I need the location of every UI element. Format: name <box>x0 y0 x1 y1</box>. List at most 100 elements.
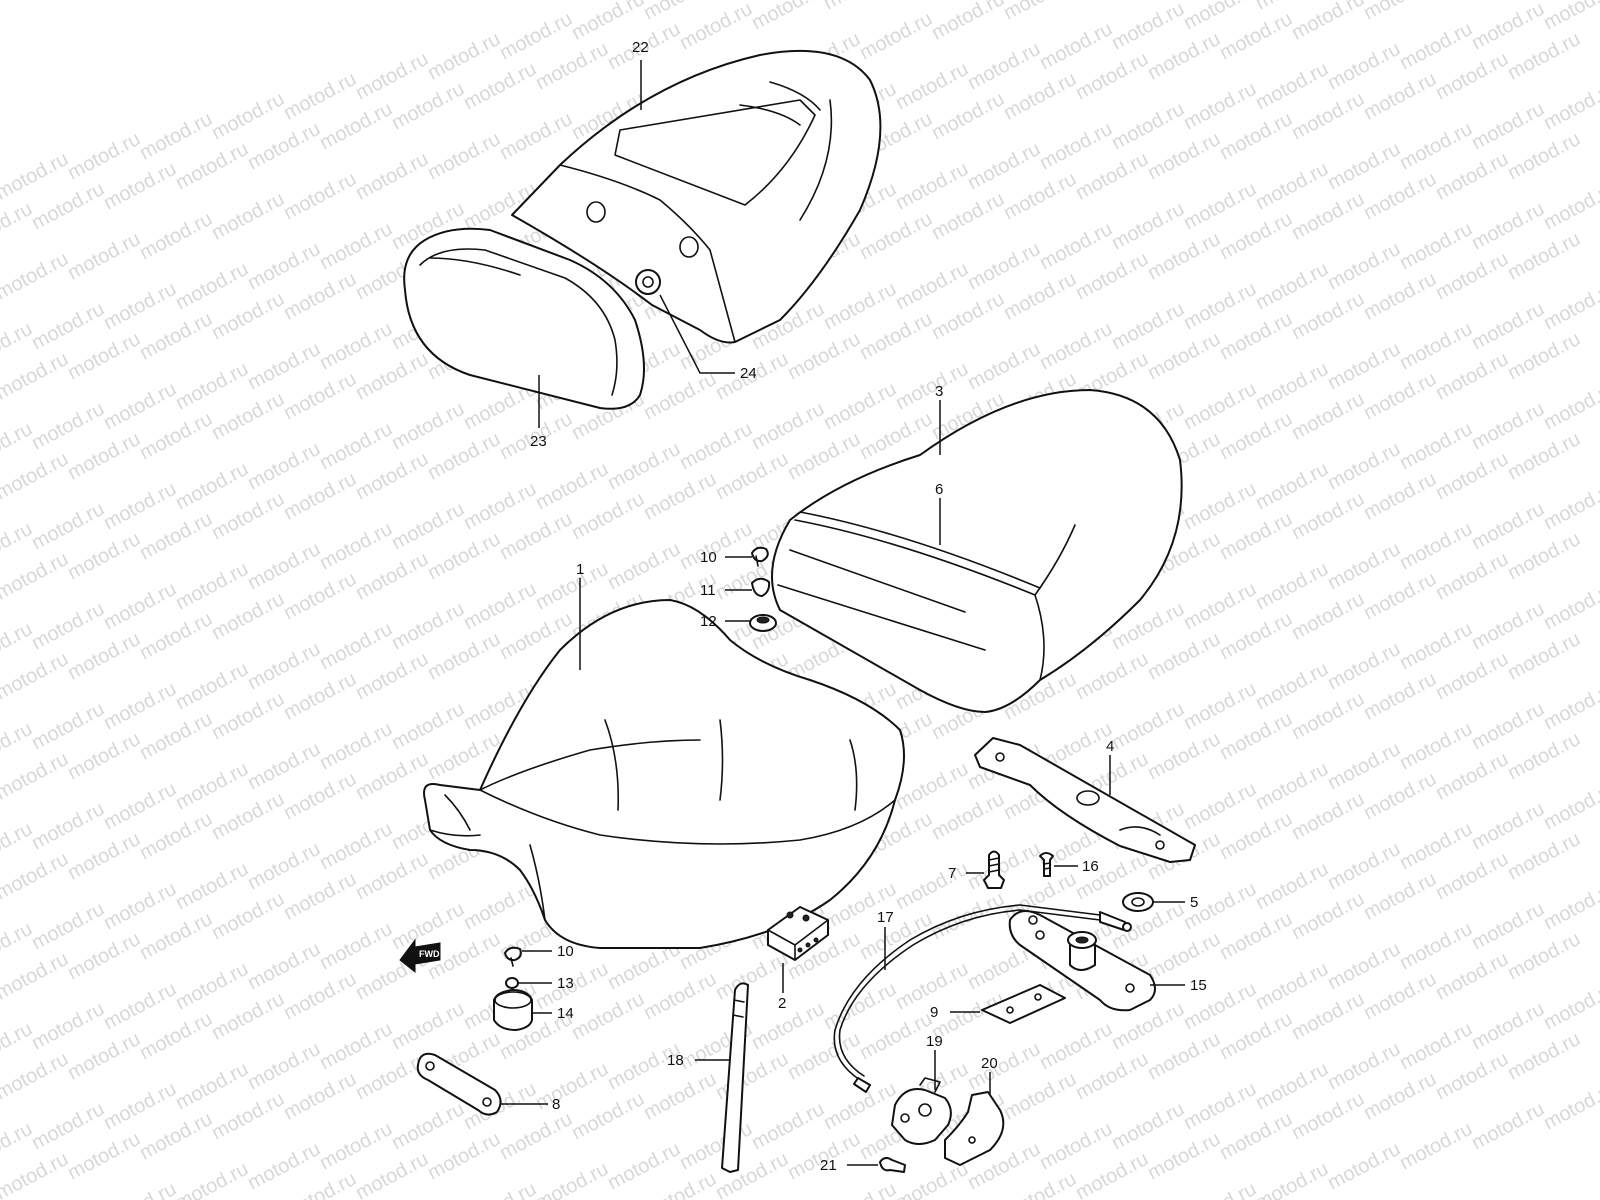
watermark-text: motod.ru <box>1288 788 1368 844</box>
watermark-text: motod.ru <box>532 38 612 94</box>
watermark-text: motod.ru <box>136 108 216 164</box>
watermark-text: motod.ru <box>676 418 756 474</box>
watermark-text: motod.ru <box>136 308 216 364</box>
watermark-text: motod.ru <box>100 578 180 634</box>
callout-9: 9 <box>930 1004 938 1021</box>
watermark-text: motod.ru <box>1432 648 1512 704</box>
watermark-text: motod.ru <box>244 438 324 494</box>
watermark-text: motod.ru <box>172 558 252 614</box>
watermark-text: motod.ru <box>676 1118 756 1174</box>
watermark-text: motod.ru <box>1216 8 1296 64</box>
part-5-nut <box>1122 892 1154 912</box>
callout-15: 15 <box>1190 977 1207 994</box>
watermark-text: motod.ru <box>1324 238 1404 294</box>
watermark-text: motod.ru <box>64 1028 144 1084</box>
watermark-text: motod.ru <box>208 488 288 544</box>
watermark-text: motod.ru <box>244 838 324 894</box>
watermark-text: motod.ru <box>1432 0 1512 4</box>
watermark-text: motod.ru <box>352 548 432 604</box>
watermark-text: motod.ru <box>1000 168 1080 224</box>
part-22-seat-tail-cover <box>511 49 882 344</box>
part-24-grommet <box>635 269 661 295</box>
watermark-text: motod.ru <box>352 448 432 504</box>
watermark-text: motod.ru <box>1360 1068 1440 1124</box>
watermark-text: motod.ru <box>892 358 972 414</box>
watermark-text: motod.ru <box>0 448 72 504</box>
watermark-text: motod.ru <box>1072 648 1152 704</box>
watermark-text: motod.ru <box>1468 598 1548 654</box>
watermark-text: motod.ru <box>1324 838 1404 894</box>
watermark-text: motod.ru <box>964 138 1044 194</box>
watermark-text: motod.ru <box>316 518 396 574</box>
watermark-text: motod.ru <box>244 1138 324 1194</box>
watermark-text: motod.ru <box>1144 328 1224 384</box>
part-14-cushion-lower <box>493 989 533 1031</box>
watermark-text: motod.ru <box>64 528 144 584</box>
watermark-text: motod.ru <box>604 1138 684 1194</box>
watermark-text: motod.ru <box>352 148 432 204</box>
watermark-text: motod.ru <box>1288 888 1368 944</box>
watermark-text: motod.ru <box>784 1028 864 1084</box>
watermark-text: motod.ru <box>244 638 324 694</box>
watermark-text: motod.ru <box>424 428 504 484</box>
watermark-text: motod.ru <box>1324 438 1404 494</box>
watermark-text: motod.ru <box>100 878 180 934</box>
watermark-text: motod.ru <box>280 68 360 124</box>
watermark-text: motod.ru <box>1504 628 1584 684</box>
watermark-text: motod.ru <box>1432 348 1512 404</box>
fwd-arrow-icon: FWD <box>399 938 441 974</box>
watermark-text: motod.ru <box>28 598 108 654</box>
watermark-text: motod.ru <box>1108 198 1188 254</box>
watermark-text: motod.ru <box>1540 478 1600 534</box>
part-8-seat-strap <box>416 1052 502 1116</box>
watermark-text: motod.ru <box>460 58 540 114</box>
watermark-text: motod.ru <box>964 38 1044 94</box>
callout-12: 12 <box>700 613 717 630</box>
watermark-text: motod.ru <box>172 658 252 714</box>
watermark-text: motod.ru <box>1540 278 1600 334</box>
watermark-text: motod.ru <box>1540 878 1600 934</box>
watermark-text: motod.ru <box>1468 698 1548 754</box>
watermark-text: motod.ru <box>1396 618 1476 674</box>
watermark-text: motod.ru <box>1072 48 1152 104</box>
watermark-text: motod.ru <box>1396 818 1476 874</box>
watermark-text: motod.ru <box>316 418 396 474</box>
watermark-text: motod.ru <box>1000 1068 1080 1124</box>
watermark-text: motod.ru <box>1000 68 1080 124</box>
watermark-text: motod.ru <box>1468 198 1548 254</box>
watermark-text: motod.ru <box>1036 218 1116 274</box>
watermark-text: motod.ru <box>1504 828 1584 884</box>
watermark-text: motod.ru <box>460 478 540 534</box>
part-7-bolt <box>983 850 1005 889</box>
watermark-text: motod.ru <box>1324 1038 1404 1094</box>
watermark-text: motod.ru <box>100 278 180 334</box>
watermark-text: motod.ru <box>1144 1028 1224 1084</box>
watermark-text: motod.ru <box>1360 668 1440 724</box>
callout-6: 6 <box>935 481 943 498</box>
callout-10-lower: 10 <box>557 943 574 960</box>
watermark-text: motod.ru <box>424 528 504 584</box>
watermark-text: motod.ru <box>352 848 432 904</box>
watermark-text: motod.ru <box>1324 638 1404 694</box>
watermark-text: motod.ru <box>64 228 144 284</box>
watermark-text: motod.ru <box>64 128 144 184</box>
watermark-text: motod.ru <box>1468 1098 1548 1154</box>
watermark-text: motod.ru <box>1324 738 1404 794</box>
watermark-text: motod.ru <box>100 478 180 534</box>
watermark-text: motod.ru <box>1252 258 1332 314</box>
watermark-text: motod.ru <box>496 1108 576 1164</box>
watermark-text: motod.ru <box>28 898 108 954</box>
watermark-text: motod.ru <box>1432 248 1512 304</box>
watermark-text: motod.ru <box>1180 478 1260 534</box>
watermark-text: motod.ru <box>568 988 648 1044</box>
watermark-text: motod.ru <box>64 328 144 384</box>
watermark-text: motod.ru <box>1288 388 1368 444</box>
watermark-text: motod.ru <box>1036 18 1116 74</box>
watermark-text: motod.ru <box>784 328 864 384</box>
watermark-text: motod.ru <box>0 748 72 804</box>
watermark-text: motod.ru <box>1540 578 1600 634</box>
watermark-text: motod.ru <box>1468 98 1548 154</box>
watermark-text: motod.ru <box>964 238 1044 294</box>
watermark-text: motod.ru <box>28 998 108 1054</box>
watermark-text: motod.ru <box>0 1148 72 1200</box>
